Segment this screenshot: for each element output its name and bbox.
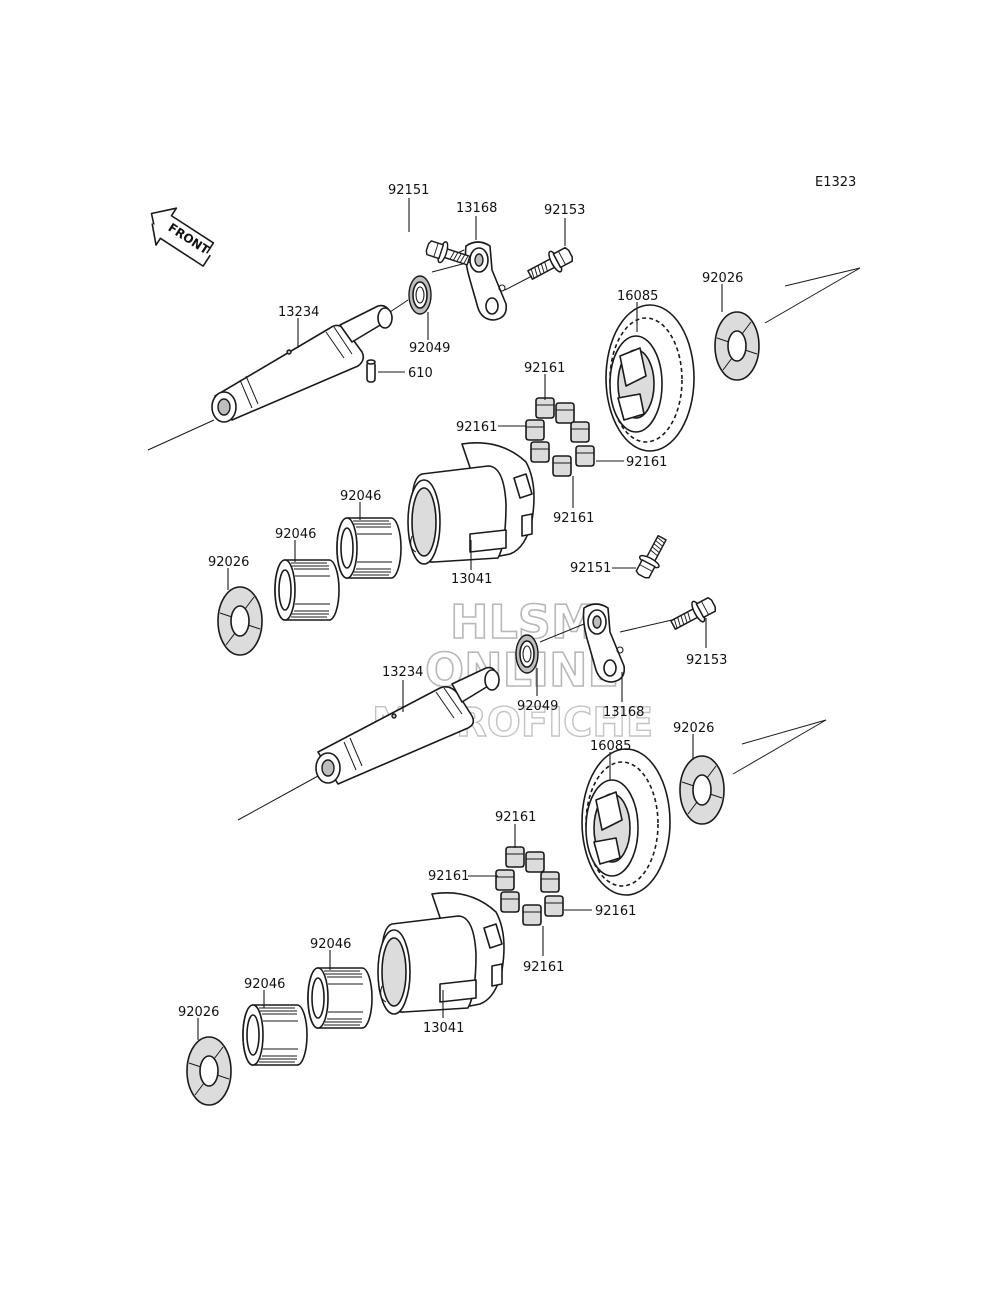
washer-92026-upper-left xyxy=(217,586,263,656)
bearing-92046-upper-a xyxy=(336,517,402,579)
label-92046-lower-a: 92046 xyxy=(310,937,351,952)
label-92049-upper: 92049 xyxy=(409,341,450,356)
label-92026-lower-left: 92026 xyxy=(178,1005,219,1020)
diagram-code: E1323 xyxy=(815,175,856,190)
label-13041-lower: 13041 xyxy=(423,1021,464,1036)
gear-16085-upper xyxy=(605,304,695,452)
label-16085-upper: 16085 xyxy=(617,289,658,304)
bearing-92046-lower-b xyxy=(242,1004,308,1066)
label-92026-lower-right: 92026 xyxy=(673,721,714,736)
bolt-92151-lower xyxy=(631,532,673,582)
shaft-13234-lower xyxy=(315,666,500,785)
hub-13041-lower xyxy=(377,891,505,1015)
lever-13168-upper xyxy=(464,241,508,321)
bolt-92153-lower xyxy=(667,592,720,636)
label-92161-lower-bottom: 92161 xyxy=(523,960,564,975)
dowel-pin-610 xyxy=(366,359,376,383)
bolt-92151-upper xyxy=(423,236,473,272)
label-92046-upper-a: 92046 xyxy=(340,489,381,504)
label-92046-upper-b: 92046 xyxy=(275,527,316,542)
label-92026-upper-left: 92026 xyxy=(208,555,249,570)
damper-set-92161-lower xyxy=(495,846,564,926)
bolt-92153-upper xyxy=(524,242,577,286)
label-92153-upper: 92153 xyxy=(544,203,585,218)
label-13234-lower: 13234 xyxy=(382,665,423,680)
gear-16085-lower xyxy=(581,748,671,896)
centerline-upper-shaft xyxy=(147,419,215,451)
bearing-92046-upper-b xyxy=(274,559,340,621)
label-13168-upper: 13168 xyxy=(456,201,497,216)
label-13234-upper: 13234 xyxy=(278,305,319,320)
damper-set-92161-upper xyxy=(525,397,595,477)
label-92049-lower: 92049 xyxy=(517,699,558,714)
label-92161-upper-top: 92161 xyxy=(524,361,565,376)
centerline-lower-gear-bottom xyxy=(732,719,827,775)
oil-seal-92049-lower xyxy=(515,634,539,674)
washer-92026-lower-right xyxy=(679,755,725,825)
shaft-13234-upper xyxy=(211,304,393,423)
label-92161-upper-left: 92161 xyxy=(456,420,497,435)
label-92161-upper-right: 92161 xyxy=(626,455,667,470)
label-92161-lower-top: 92161 xyxy=(495,810,536,825)
label-92151-lower: 92151 xyxy=(570,561,611,576)
centerline-upper-gear-bottom xyxy=(764,267,861,324)
label-13041-upper: 13041 xyxy=(451,572,492,587)
label-92153-lower: 92153 xyxy=(686,653,727,668)
label-92151-upper: 92151 xyxy=(388,183,429,198)
label-92046-lower-b: 92046 xyxy=(244,977,285,992)
label-92161-upper-bottom: 92161 xyxy=(553,511,594,526)
label-92161-lower-left: 92161 xyxy=(428,869,469,884)
washer-92026-lower-left xyxy=(186,1036,232,1106)
label-92026-upper-right: 92026 xyxy=(702,271,743,286)
label-92161-lower-right: 92161 xyxy=(595,904,636,919)
front-arrow-icon: FRONT xyxy=(150,207,215,267)
bearing-92046-lower-a xyxy=(307,967,373,1029)
label-13168-lower: 13168 xyxy=(603,705,644,720)
centerline-lower-shaft xyxy=(237,775,319,821)
label-16085-lower: 16085 xyxy=(590,739,631,754)
oil-seal-92049-upper xyxy=(408,275,432,315)
centerline-upper-gear-top xyxy=(784,267,861,287)
centerline-lower-gear-top xyxy=(741,719,827,745)
washer-92026-upper-right xyxy=(714,311,760,381)
label-610: 610 xyxy=(408,366,433,381)
